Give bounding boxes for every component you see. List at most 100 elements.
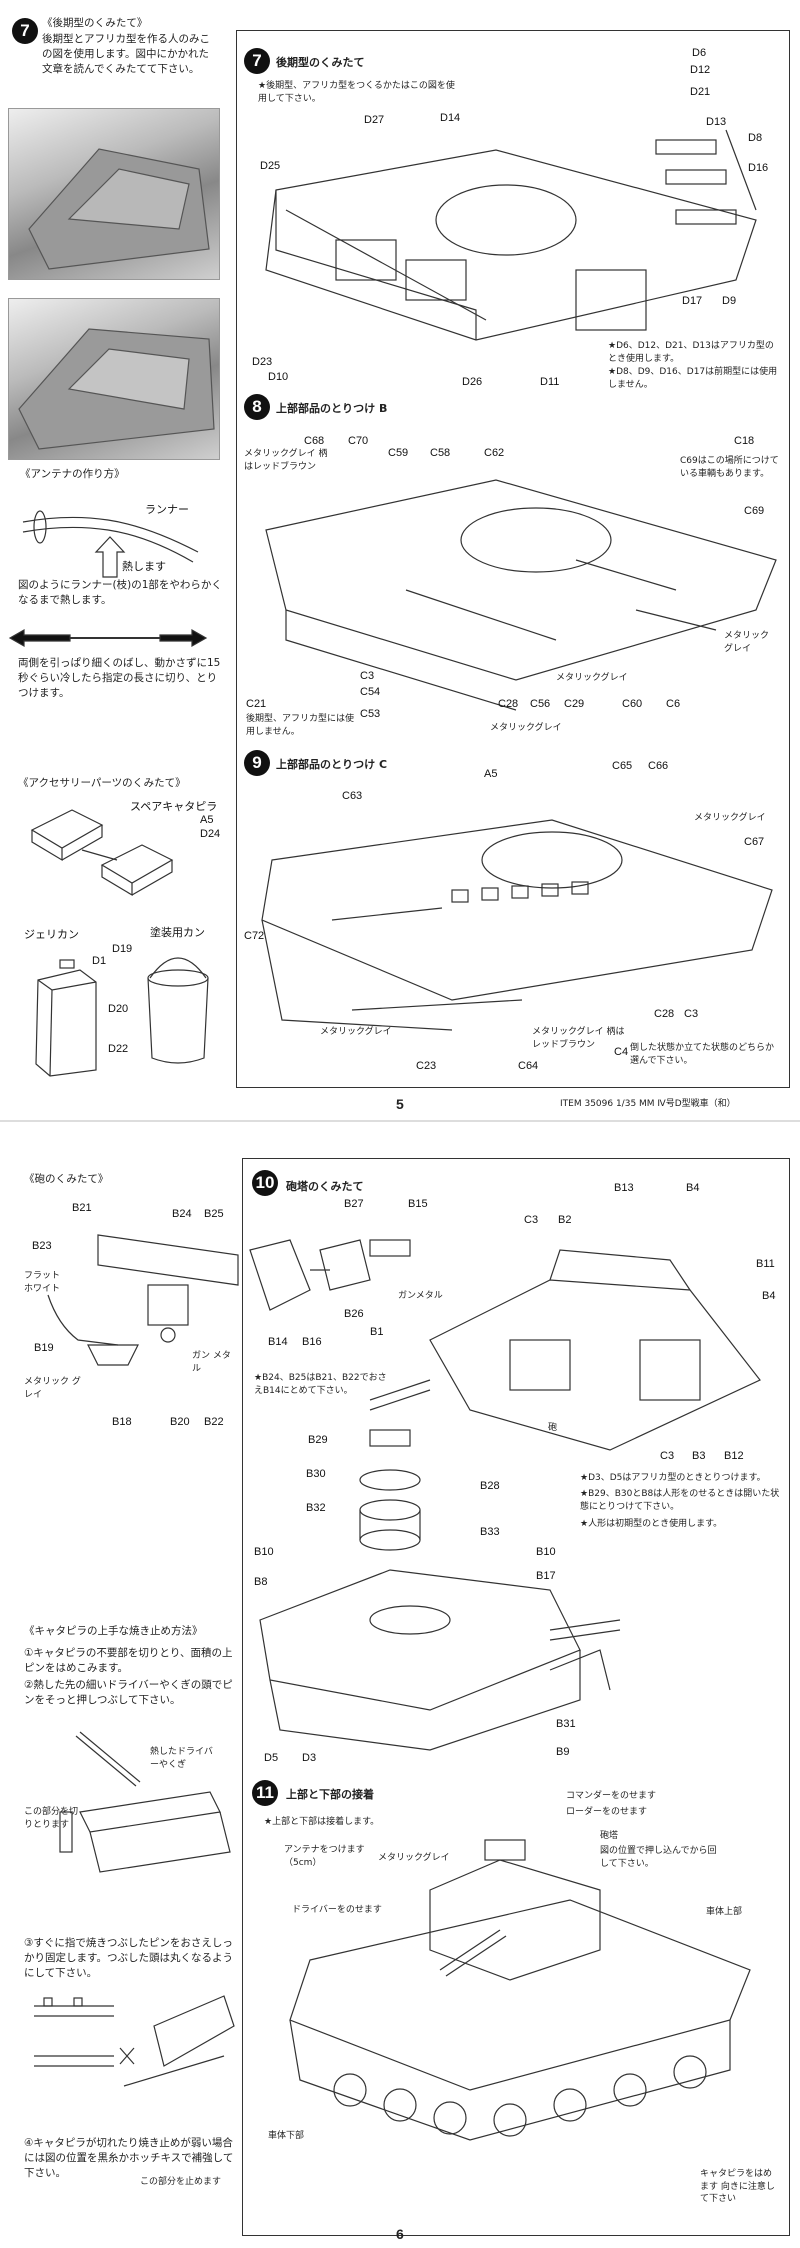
- step-10-label-b28: B28: [480, 1480, 500, 1492]
- step-9-label-c3: C3: [684, 1008, 699, 1020]
- step-9-metallic-grey-a: メタリックグレイ: [694, 813, 766, 823]
- step-8-label-c6: C6: [666, 698, 681, 710]
- step-11-badge: 11: [252, 1780, 278, 1806]
- heat-label: 熱します: [122, 561, 166, 573]
- cut-part-label: この部分を切りとります: [24, 1807, 79, 1830]
- step-9-label-c4: C4: [614, 1046, 629, 1058]
- step-7-label-d8: D8: [748, 132, 763, 144]
- step-7-label-d17: D17: [682, 295, 703, 307]
- step-8-label-c70: C70: [348, 435, 369, 447]
- step-8-label-c68: C68: [304, 435, 325, 447]
- gun-label-b21: B21: [72, 1202, 92, 1214]
- step-9-label-c23: C23: [416, 1060, 437, 1072]
- final-assembly-drawing: [289, 1839, 751, 2141]
- step-10-label-b12: B12: [724, 1450, 744, 1462]
- gun-label-b24: B24: [172, 1208, 192, 1220]
- jerrycan-label: ジェリカン: [24, 929, 79, 941]
- accessory-title: 《アクセサリーパーツのくみたて》: [18, 777, 186, 789]
- step-11-metallic-grey: メタリックグレイ: [378, 1853, 450, 1863]
- gun-label-b23: B23: [32, 1240, 52, 1252]
- step-10-label-b10-b: B10: [536, 1546, 556, 1558]
- step-10-label-b16: B16: [302, 1336, 322, 1348]
- antenna-title: 《アンテナの作り方》: [20, 468, 125, 480]
- step-7-label-d13: D13: [706, 116, 727, 128]
- step-8-label-c28: C28: [498, 698, 519, 710]
- step-7-note-2: ★D6、D12、D21、D13はアフリカ型のとき使用します。: [608, 341, 774, 364]
- step-9-badge: 9: [244, 750, 270, 776]
- step-10-label-b8: B8: [254, 1576, 268, 1588]
- step-7-label-d11: D11: [540, 376, 560, 388]
- gun-flat-white: フラット ホワイト: [24, 1271, 61, 1294]
- gun-assembly-title: 《砲のくみたて》: [24, 1173, 109, 1185]
- antenna-heat-diagram: [22, 510, 199, 578]
- step-10-label-b11: B11: [756, 1258, 775, 1270]
- track-tip-2: ②熱した先の細いドライバーやくぎの頭でピンをそっと押しつぶして下さい。: [24, 1679, 233, 1707]
- step-7-label-d16: D16: [748, 162, 769, 174]
- turret-label: 砲塔: [600, 1831, 619, 1841]
- step-10-label-d3: D3: [302, 1752, 317, 1764]
- track-tips-title: 《キャタピラの上手な焼き止め方法》: [24, 1625, 203, 1637]
- step-10-label-b26: B26: [344, 1308, 364, 1320]
- step-10-gun-metal: ガンメタル: [398, 1291, 443, 1301]
- gun-label-b25: B25: [204, 1208, 224, 1220]
- step-9-label-c66: C66: [648, 760, 669, 772]
- step-10-label-b17: B17: [536, 1570, 556, 1582]
- step-11-note: ★上部と下部は接着します。: [264, 1817, 380, 1827]
- antenna-label: アンテナをつけます（5cm）: [284, 1845, 365, 1868]
- step-8-title: 上部部品のとりつけ B: [276, 402, 388, 415]
- step-8-hull-drawing: [265, 479, 777, 711]
- step-8-badge: 8: [244, 394, 270, 420]
- gun-label-b19: B19: [34, 1342, 54, 1354]
- d22-label: D22: [108, 1043, 129, 1055]
- steps-10-11-panel: [242, 1158, 790, 2236]
- cupola-drawing: [359, 1429, 421, 1551]
- gun-metallic-grey: メタリック グレイ: [24, 1377, 81, 1400]
- step-8-label-c3: C3: [360, 670, 375, 682]
- runner-label: ランナー: [145, 504, 189, 516]
- hull-upper-label: 車体上部: [706, 1907, 743, 1917]
- step-10-label-b9: B9: [556, 1746, 570, 1758]
- step-10-label-b29: B29: [308, 1434, 328, 1446]
- step-10-label-c3: C3: [524, 1214, 539, 1226]
- step-8-metallic-grey-b: メタリックグレイ: [490, 723, 562, 733]
- page-number-6: 6: [396, 2226, 404, 2242]
- d24-label: D24: [200, 828, 221, 840]
- step-8-label-c54: C54: [360, 686, 381, 698]
- step-8-label-c21: C21: [246, 698, 267, 710]
- spare-track-drawing: [30, 809, 174, 897]
- step-8-label-c56: C56: [530, 698, 551, 710]
- step-10-label-d5: D5: [264, 1752, 279, 1764]
- step-10-label-b15: B15: [408, 1198, 428, 1210]
- step-10-label-b4-b: B4: [762, 1290, 776, 1302]
- step-7-label-d27: D27: [364, 114, 385, 126]
- paint-can-label: 塗装用カン: [150, 927, 205, 939]
- step-9-hull-drawing: [261, 819, 773, 1031]
- step-7-note: ★後期型、アフリカ型をつくるかたはこの図を使用して下さい。: [258, 81, 455, 104]
- step-8-label-c69: C69: [744, 505, 765, 517]
- step-10-label-b30: B30: [306, 1468, 326, 1480]
- turret-note: 図の位置で押し込んでから回して下さい。: [600, 1846, 717, 1869]
- step-8-label-c60: C60: [622, 698, 643, 710]
- d1-label: D1: [92, 955, 107, 967]
- step-9-label-c28: C28: [654, 1008, 675, 1020]
- step-7-label-d9: D9: [722, 295, 737, 307]
- step-8-label-c29: C29: [564, 698, 585, 710]
- step-10-note-b24: ★B24、B25はB21、B22でおさえB14にとめて下さい。: [254, 1373, 387, 1396]
- turret-shell-drawing: [369, 1249, 761, 1451]
- d19-label: D19: [112, 943, 133, 955]
- track-pin-drawing: [59, 1731, 231, 1873]
- steps-7-9-panel: [236, 30, 790, 1088]
- step-9-label-c67: C67: [744, 836, 765, 848]
- step-8-note-grey-red: メタリックグレイ 柄はレッドブラウン: [244, 449, 328, 472]
- track-tip-4: ④キャタピラが切れたり焼き止めが弱い場合には図の位置を黒糸かホッチキスで補強して…: [24, 2137, 234, 2180]
- step-7-badge: 7: [244, 48, 270, 74]
- step-7-label-d10: D10: [268, 371, 289, 383]
- step-7-label-d14: D14: [440, 112, 461, 124]
- step-10-label-b2: B2: [558, 1214, 572, 1226]
- step-9-metallic-grey-b: メタリックグレイ: [320, 1027, 392, 1037]
- page-footer: ITEM 35096 1/35 MM Ⅳ号D型戦車（和）: [560, 1099, 736, 1109]
- step-7-note-3: ★D8、D9、D16、D17は前期型には使用しません。: [608, 367, 778, 390]
- late-type-photo-2: [8, 298, 220, 460]
- step-7-left-title: 《後期型のくみたて》: [42, 17, 148, 29]
- step-7-badge-left: 7: [12, 18, 38, 44]
